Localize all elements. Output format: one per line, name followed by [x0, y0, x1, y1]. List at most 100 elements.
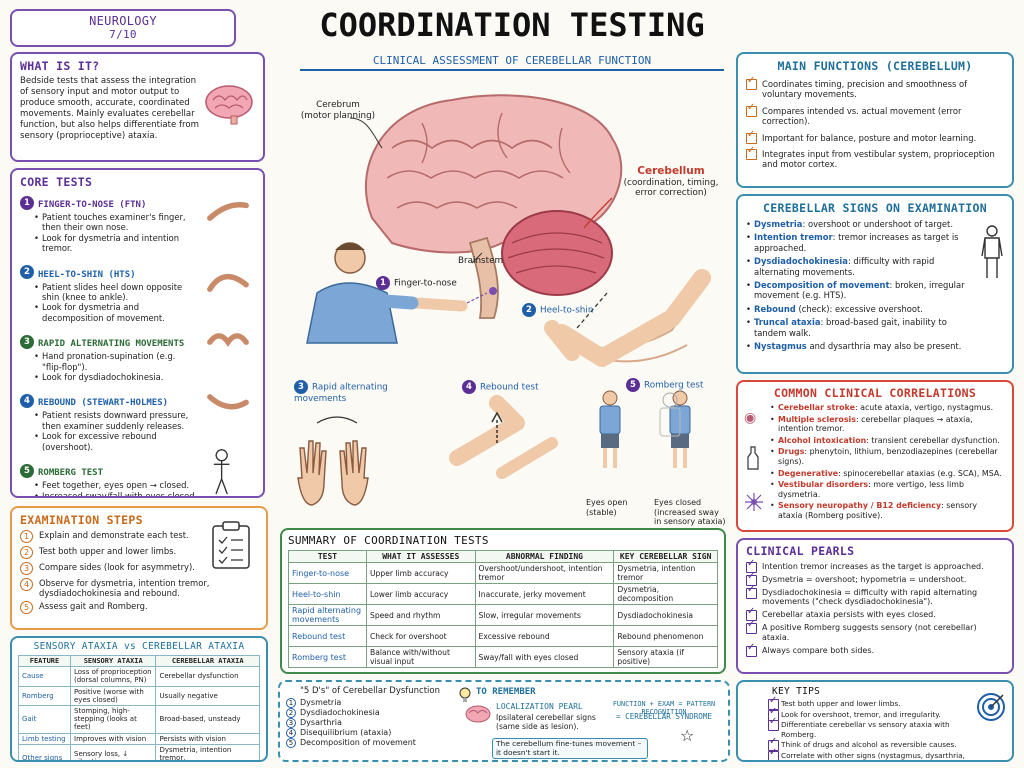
functions-heading: MAIN FUNCTIONS (CEREBELLUM): [777, 59, 973, 73]
list-text: : spinocerebellar ataxias (e.g. SCA), MS…: [838, 468, 1002, 478]
step-text: Compare sides (look for asymmetry).: [39, 562, 195, 572]
row-label: Finger-to-nose: [288, 562, 367, 584]
step-number: 1: [20, 530, 33, 543]
tips-heading: KEY TIPS: [772, 686, 821, 697]
clinical-pearls-panel: CLINICAL PEARLS Intention tremor increas…: [736, 538, 1014, 674]
table-cell: Positive (worse with eyes closed): [69, 685, 157, 707]
column-header: SENSORY ATAXIA: [69, 654, 157, 668]
list-text: : overshoot or undershoot of target.: [802, 219, 953, 229]
standing-figure-icon: [213, 449, 230, 495]
list-item: Dysdiadochokinesia: difficulty with rapi…: [746, 256, 976, 277]
pearl-item: Cerebellar ataxia persists with eyes clo…: [746, 607, 1004, 621]
list-term: Rebound: [754, 303, 796, 314]
hands-sketch-icon: [207, 333, 249, 347]
list-term: Alcohol intoxication: [778, 435, 867, 445]
table-cell: Slow, irregular movements: [474, 604, 615, 626]
sensory-heading: SENSORY ATAXIA vs CEREBELLAR ATAXIA: [33, 641, 245, 652]
lightbulb-icon: [459, 687, 471, 702]
list-text: : broad-based gait, inability to tandem …: [754, 317, 947, 338]
list-term: Degenerative: [778, 468, 839, 478]
five-d-text: Disequilibrium (ataxia): [300, 728, 392, 737]
table-cell: Speed and rhythm: [366, 604, 476, 626]
list-item: Dysmetria: overshoot or undershoot of ta…: [746, 219, 976, 230]
step-number: 5: [20, 601, 33, 614]
table-cell: Balance with/without visual input: [366, 646, 476, 668]
table-cell: Dysmetria, decomposition: [613, 583, 718, 605]
list-term: Decomposition of movement: [754, 280, 890, 291]
step-number: 4: [286, 728, 296, 738]
row-label: Other signs: [18, 743, 71, 760]
step-number: 1: [20, 195, 34, 210]
core-test-bullet: Hand pronation-supination (e.g. "flip-fl…: [34, 351, 195, 372]
list-term: Vestibular disorders: [778, 480, 869, 490]
badge-line2: 7/10: [109, 28, 137, 41]
list-term: Multiple sclerosis: [778, 414, 856, 424]
step-number: 2: [286, 708, 296, 718]
table-cell: Dysdiadochokinesia: [613, 604, 718, 626]
summary-heading: SUMMARY OF COORDINATION TESTS: [288, 534, 489, 547]
list-text: : phenytoin, lithium, benzodiazepines (c…: [778, 447, 998, 466]
list-text: and dysarthria may also be present.: [806, 341, 962, 352]
row-label: Cause: [18, 666, 71, 687]
core-test-name: ROMBERG TEST: [38, 468, 104, 479]
step-number: 2: [20, 265, 34, 280]
brainstem-label: Brainstem: [458, 256, 504, 266]
core-test-bullets: Hand pronation-supination (e.g. "flip-fl…: [34, 351, 195, 383]
table-cell: Overshoot/undershoot, intention tremor: [474, 562, 615, 584]
cerebrum-label: Cerebrum(motor planning): [300, 100, 376, 121]
correlations-panel: COMMON CLINICAL CORRELATIONS Cerebellar …: [736, 380, 1014, 532]
pearl-item: Intention tremor increases as the target…: [746, 559, 1004, 573]
heel-shin-sketch-icon: [207, 274, 249, 292]
tips-list: Test both upper and lower limbs.Look for…: [746, 696, 978, 760]
five-d-text: Dysmetria: [300, 698, 342, 707]
list-item: Drugs: phenytoin, lithium, benzodiazepin…: [770, 447, 1004, 466]
column-header: CEREBELLAR ATAXIA: [155, 654, 260, 668]
table-cell: Sensory ataxia (if positive): [613, 646, 718, 668]
table-cell: Rebound phenomenon: [613, 625, 718, 647]
pearl-text: Ipsilateral cerebellar signs (same side …: [496, 713, 596, 731]
step-text: Test both upper and lower limbs.: [39, 546, 177, 556]
row-label: Heel-to-shin: [288, 583, 367, 605]
tip-item: Correlate with other signs (nystagmus, d…: [768, 748, 978, 760]
tip-item: Differentiate cerebellar vs sensory atax…: [768, 717, 978, 739]
clipboard-icon: [212, 521, 250, 569]
pearl-item: A positive Romberg suggests sensory (not…: [746, 620, 1004, 643]
formula-2: = CEREBELLAR SYNDROME: [615, 712, 712, 721]
pearls-heading: CLINICAL PEARLS: [746, 544, 855, 558]
table-cell: Stomping, high-stepping (looks at feet): [69, 705, 157, 734]
pearl-item: Dysdiadochokinesia = difficulty with rap…: [746, 585, 1004, 608]
finger-nose-sketch-icon: [207, 202, 249, 221]
eyes-open-label: Eyes open (stable): [586, 498, 628, 517]
eyes-closed-label: Eyes closed (increased sway in sensory a…: [654, 498, 726, 526]
core-test-bullets: Patient slides heel down opposite shin (…: [34, 282, 195, 324]
core-test-bullet: Feet together, eyes open → closed.: [34, 480, 195, 491]
brain-icon: [205, 85, 253, 125]
pearls-list: Intention tremor increases as the target…: [746, 559, 1004, 657]
cerebellar-signs-panel: CEREBELLAR SIGNS ON EXAMINATION Dysmetri…: [736, 194, 1014, 374]
list-text: : cerebellar plaques → ataxia, intention…: [778, 414, 973, 434]
brain-diagram: [297, 94, 711, 506]
rebound-sketch-icon: [207, 394, 249, 410]
list-item: Alcohol intoxication: transient cerebell…: [770, 436, 1004, 446]
five-d-item: 4 Disequilibrium (ataxia): [286, 728, 454, 738]
